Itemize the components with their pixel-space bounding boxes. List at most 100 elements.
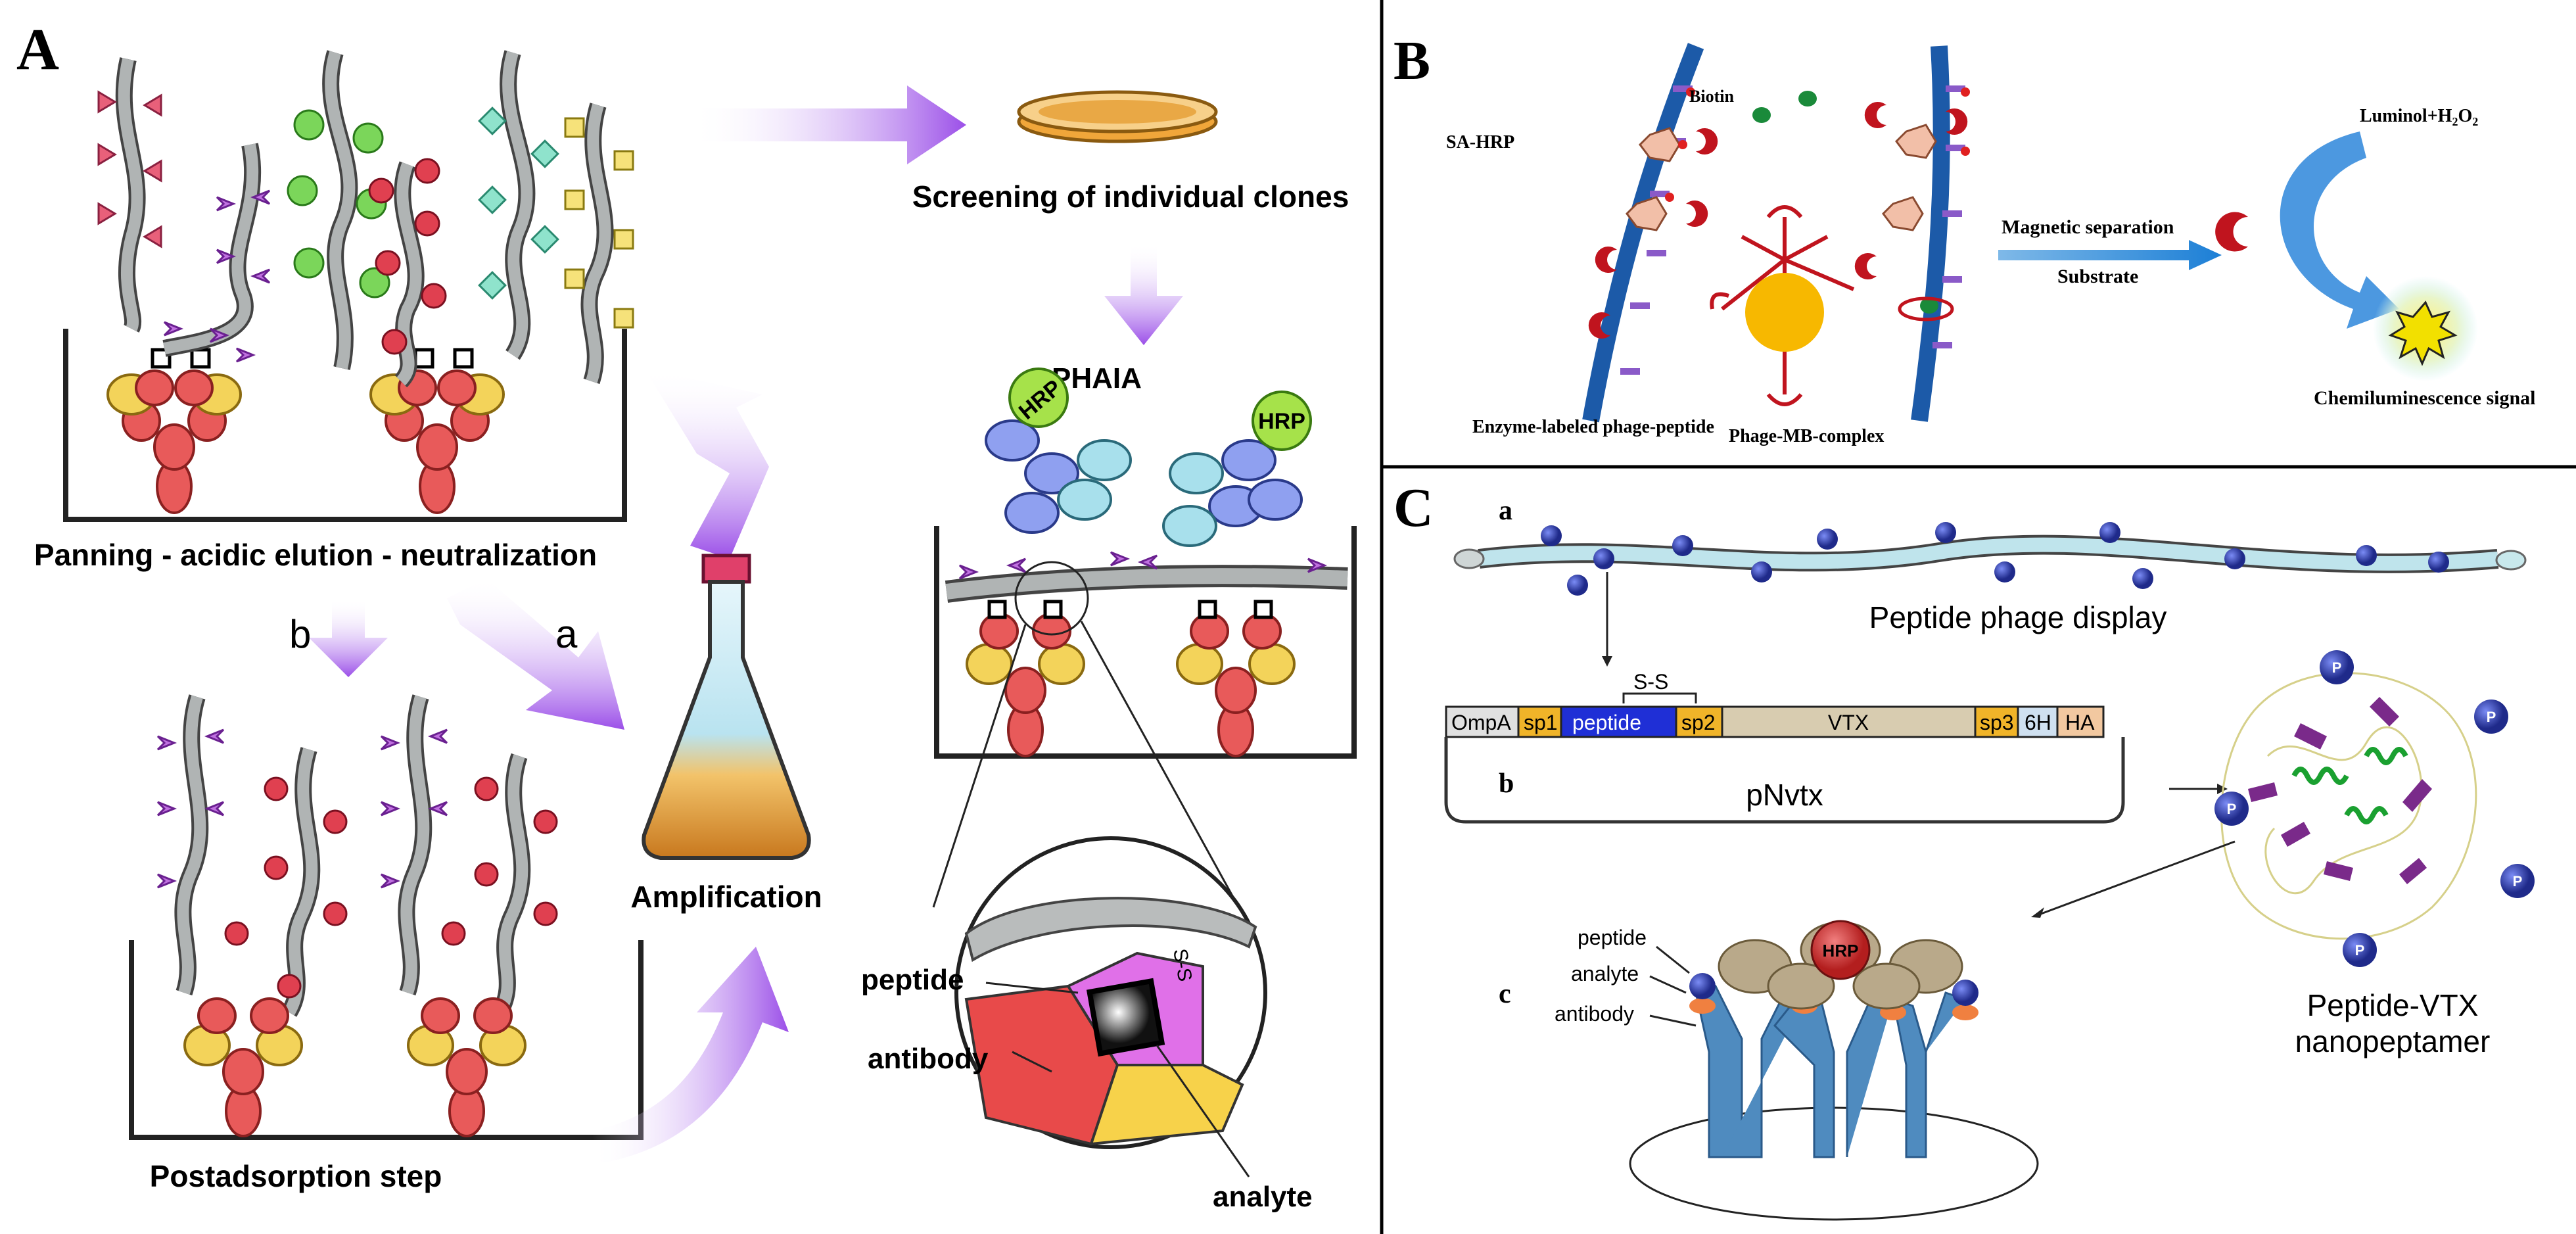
panning-well <box>63 329 627 522</box>
arrow-to-phaia <box>1104 243 1183 345</box>
enzyme-labeled-label: Enzyme-labeled phage-peptide <box>1472 417 1714 437</box>
zoom-line-left <box>932 624 1027 908</box>
pink-peptides <box>97 90 162 249</box>
vtx-title-line1: Peptide-VTX <box>2307 988 2479 1022</box>
phage-right <box>1911 45 1950 422</box>
phaia-phage <box>945 568 1348 600</box>
assay-peptide-leader <box>1656 945 1690 974</box>
segment-sp1: sp1 <box>1524 711 1558 734</box>
panel-a-letter: A <box>16 17 59 82</box>
green-analytes <box>1752 91 1938 314</box>
postadsorption-label: Postadsorption step <box>150 1159 442 1193</box>
vtx-p-letters: P P P P P <box>2227 659 2523 959</box>
assay-analyte-leader <box>1649 975 1687 994</box>
teal-peptides <box>478 107 559 300</box>
assay-hrp <box>1810 920 1871 980</box>
segment-peptide: peptide <box>1572 711 1641 734</box>
phaia-well <box>934 526 1357 759</box>
assay-antibody-label: antibody <box>1555 1002 1634 1026</box>
phaia-antibody-right <box>1176 600 1296 757</box>
curved-reaction-arrow <box>2280 131 2399 329</box>
zoom-detail: S-S <box>954 836 1267 1149</box>
zoom-antibody-label: antibody <box>868 1043 989 1075</box>
segment-ompa: OmpA <box>1451 711 1511 734</box>
chemiluminescence-label: Chemiluminescence signal <box>2314 387 2536 409</box>
red-crescents <box>1588 101 2248 339</box>
panel-b-letter: B <box>1393 30 1430 91</box>
plasmid-label: pNvtx <box>1746 778 1823 812</box>
ss-bond-label: S-S <box>1633 670 1668 694</box>
route-b-label: b <box>289 612 311 656</box>
segment-sp3: sp3 <box>1980 711 2014 734</box>
postadsorption-phages <box>174 694 531 1017</box>
segment-ha: HA <box>2065 711 2095 734</box>
assay-antibody-leader <box>1649 1014 1697 1027</box>
magnetic-bead-complex <box>1710 205 1954 406</box>
panning-antibody-right <box>369 348 505 514</box>
panel-c-sub-c: c <box>1499 979 1511 1009</box>
route-a-label: a <box>555 612 578 656</box>
substrate-label: Substrate <box>2057 266 2138 287</box>
zoom-analyte-label: analyte <box>1213 1181 1313 1213</box>
plasmid-loop <box>1444 737 2125 824</box>
segment-vtx: VTX <box>1828 711 1869 734</box>
vtx-to-assay-arrow <box>2040 840 2236 915</box>
panning-label: Panning - acidic elution - neutralizatio… <box>34 538 597 572</box>
light-burst-icon <box>2388 300 2458 366</box>
phage-left <box>1582 43 1704 423</box>
arrow-to-screening <box>690 85 966 164</box>
assay-peptide-label: peptide <box>1578 926 1647 949</box>
yellow-peptides <box>564 117 634 329</box>
zoom-antibody-leader <box>1012 1051 1052 1073</box>
panel-b: B <box>1393 30 2536 446</box>
luminol-label: Luminol+H2O2 <box>2360 106 2478 128</box>
svg-text:P: P <box>2355 942 2365 959</box>
svg-text:P: P <box>2332 659 2342 676</box>
postadsorption-antibody-right <box>407 997 527 1137</box>
svg-text:P: P <box>2227 801 2237 817</box>
zoom-analyte-leader <box>1156 1045 1250 1177</box>
phage-mb-label: Phage-MB-complex <box>1729 426 1884 446</box>
hrp-conjugate-left: HRP <box>985 368 1132 534</box>
phage-filament <box>1453 534 2527 573</box>
ss-bracket <box>1622 692 1697 703</box>
hrp-text-right: HRP <box>1258 409 1305 434</box>
postadsorption-analytes <box>224 776 558 999</box>
amplification-label: Amplification <box>630 880 822 914</box>
arrow-postadsorption-to-amplification <box>592 947 789 1164</box>
zoom-source-circle <box>1014 561 1089 636</box>
phaia-antibody-left <box>966 600 1085 757</box>
zoom-peptide-leader <box>985 982 1079 994</box>
svg-text:P: P <box>2487 709 2496 725</box>
postadsorption-antibody-left <box>183 997 303 1137</box>
display-arrow-head <box>1602 656 1612 667</box>
sa-hrp-markers <box>1626 124 1937 231</box>
panning-antibody-left <box>106 348 242 514</box>
segment-sp2: sp2 <box>1681 711 1716 734</box>
hrp-conjugate-right: HRP <box>1162 391 1312 547</box>
red-analytes <box>368 158 447 355</box>
postadsorption-well <box>129 940 644 1140</box>
segment-6h: 6H <box>2025 711 2051 734</box>
panel-c-sub-b: b <box>1499 769 1514 799</box>
phaia-purple-peptides <box>958 551 1328 580</box>
arrow-route-b <box>309 598 388 677</box>
purple-peptides <box>163 189 271 363</box>
plasmid-bar <box>1445 705 2105 738</box>
phage-p-balls <box>1541 522 2449 596</box>
assay-analyte-label: analyte <box>1571 962 1639 985</box>
arrow-route-a <box>447 579 624 730</box>
svg-text:P: P <box>2513 873 2523 890</box>
panel-c-letter: C <box>1393 477 1434 538</box>
arrow-amplification-to-panning <box>644 368 769 559</box>
screening-label: Screening of individual clones <box>912 179 1349 214</box>
zoom-peptide-label: peptide <box>861 964 964 996</box>
magnetic-separation-label: Magnetic separation <box>2002 216 2174 238</box>
magnetic-separation-arrow <box>1998 240 2222 270</box>
sa-hrp-label: SA-HRP <box>1446 132 1514 153</box>
vtx-nanopeptamer <box>2220 672 2477 940</box>
phage-display-label: Peptide phage display <box>1869 600 2167 634</box>
assay-analytes <box>1689 998 1979 1020</box>
petri-dish <box>1017 90 1218 143</box>
